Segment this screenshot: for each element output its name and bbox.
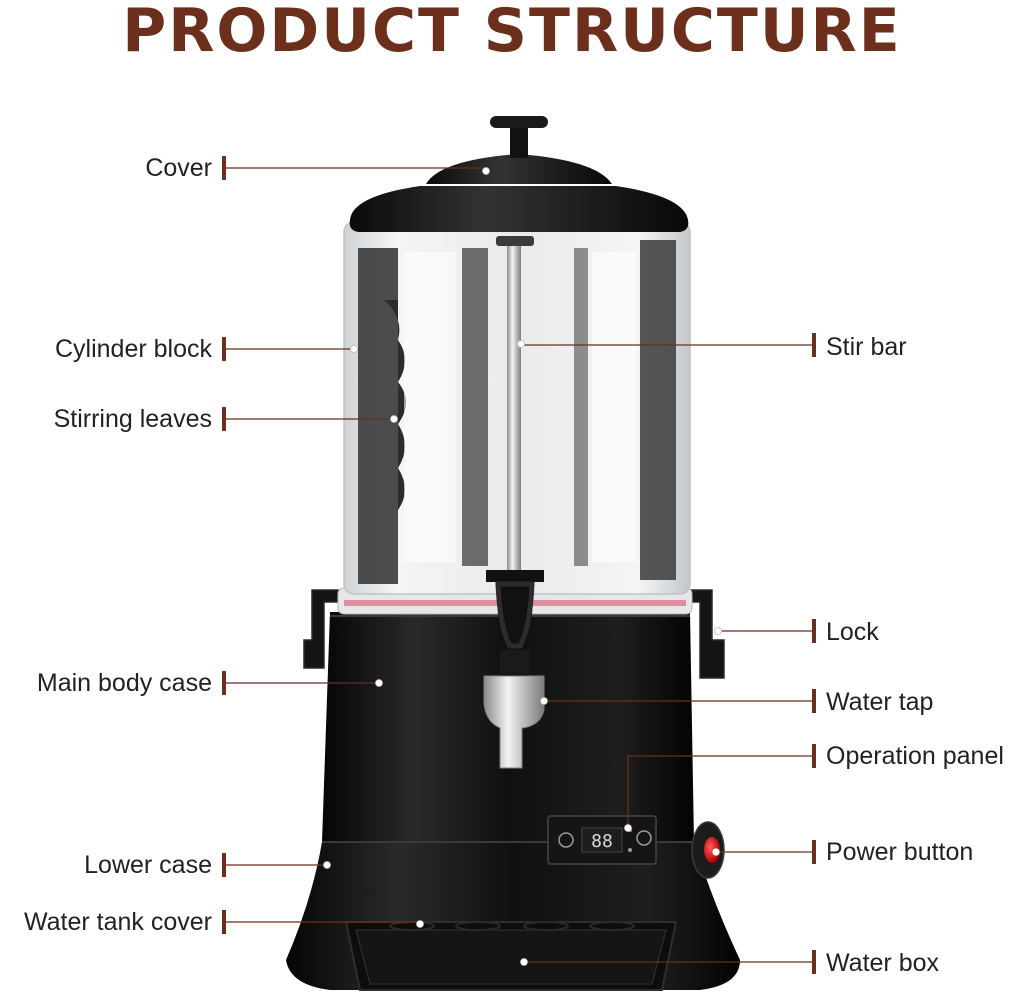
leader-dot-water-box	[520, 958, 528, 966]
leader-dot-power-button	[712, 848, 720, 856]
label-cylinder-block: Cylinder block	[54, 335, 212, 363]
leader-dot-operation-panel	[624, 824, 632, 832]
label-operation-panel: Operation panel	[826, 742, 1004, 770]
leader-dot-water-tank-cover	[416, 920, 424, 928]
label-water-tap: Water tap	[826, 688, 934, 716]
leader-dot-cylinder-block	[350, 345, 358, 353]
leader-dot-stir-bar	[517, 340, 525, 348]
label-cover: Cover	[145, 154, 212, 182]
stir-bar-shape	[507, 240, 521, 576]
label-lower-case: Lower case	[84, 851, 212, 879]
leader-dot-lower-case	[323, 861, 331, 869]
label-water-box: Water box	[826, 949, 940, 977]
stirring-leaves-shape	[384, 300, 406, 510]
cover-shape	[349, 186, 689, 232]
leader-dot-water-tap	[540, 697, 548, 705]
label-stirring-leaves: Stirring leaves	[53, 405, 212, 433]
label-main-body-case: Main body case	[36, 669, 212, 697]
leader-dot-lock	[714, 627, 722, 635]
leader-line-operation-panel	[627, 755, 814, 828]
power-button-shape	[691, 821, 725, 879]
panel-display-readout: 88	[591, 831, 613, 852]
leader-lines	[222, 156, 816, 974]
label-power-button: Power button	[826, 838, 974, 866]
leader-dot-main-body-case	[375, 679, 383, 687]
label-stir-bar: Stir bar	[826, 333, 907, 361]
label-water-tank-cover: Water tank cover	[23, 908, 212, 936]
water-tap-shape	[483, 570, 545, 769]
leader-dot-cover	[482, 167, 490, 175]
operation-panel-shape: 88	[547, 815, 657, 865]
leader-dot-stirring-leaves	[390, 415, 398, 423]
page-title: PRODUCT STRUCTURE	[122, 0, 902, 66]
label-lock: Lock	[826, 618, 879, 646]
